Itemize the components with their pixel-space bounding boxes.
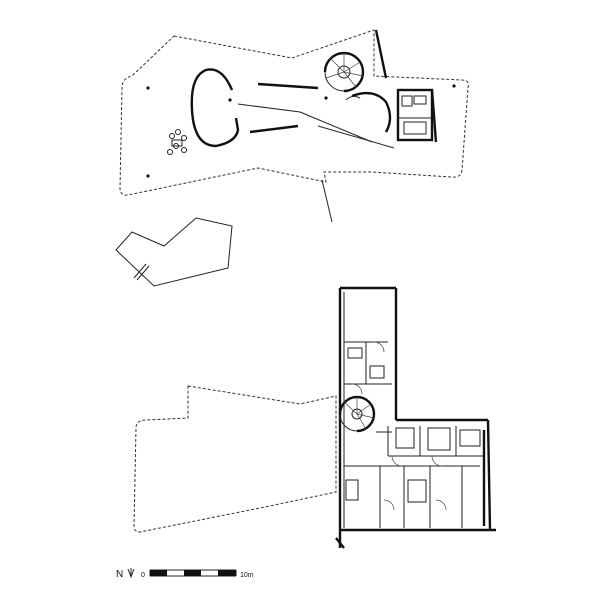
- upper-column: [324, 96, 328, 100]
- upper-curve-small: [345, 95, 361, 101]
- upper-exterior-wall: [374, 29, 388, 79]
- lower-floor-outline: [133, 385, 337, 533]
- upper-spiral-stair: [323, 51, 365, 93]
- upper-curved-wall: [351, 91, 392, 133]
- site-outline: [115, 217, 233, 287]
- upper-floor-outline: [119, 29, 469, 196]
- upper-column: [146, 174, 150, 178]
- scale-bar: [149, 569, 237, 577]
- legend: N 0 10m: [116, 568, 254, 580]
- site-marker: [136, 265, 150, 281]
- upper-furniture-cluster: [167, 129, 187, 155]
- curved-enclosure: [190, 68, 240, 148]
- upper-wall-d: [299, 111, 373, 143]
- lower-floor-plan: [133, 286, 496, 549]
- upper-wall-c: [237, 103, 301, 113]
- upper-wall-b: [249, 124, 299, 134]
- north-label: N: [116, 569, 123, 580]
- lower-entry-stub: [335, 537, 345, 549]
- upper-wall-e: [317, 125, 395, 149]
- upper-stair-leg: [321, 179, 333, 223]
- upper-column: [452, 84, 456, 88]
- lower-spiral-stair: [338, 395, 376, 433]
- site-marker: [133, 263, 147, 279]
- kitchen-block: [396, 88, 438, 143]
- lower-interior-walls: [344, 341, 486, 528]
- upper-floor-plan: [119, 29, 469, 223]
- upper-column: [146, 86, 150, 90]
- upper-wall-a: [257, 82, 319, 90]
- lower-door-swings: [351, 341, 447, 511]
- site-fragment: [115, 217, 233, 287]
- scale-start-label: 0: [141, 572, 145, 579]
- scale-end-label: 10m: [240, 572, 254, 579]
- upper-column: [228, 98, 232, 102]
- lower-exterior-walls: [338, 286, 496, 548]
